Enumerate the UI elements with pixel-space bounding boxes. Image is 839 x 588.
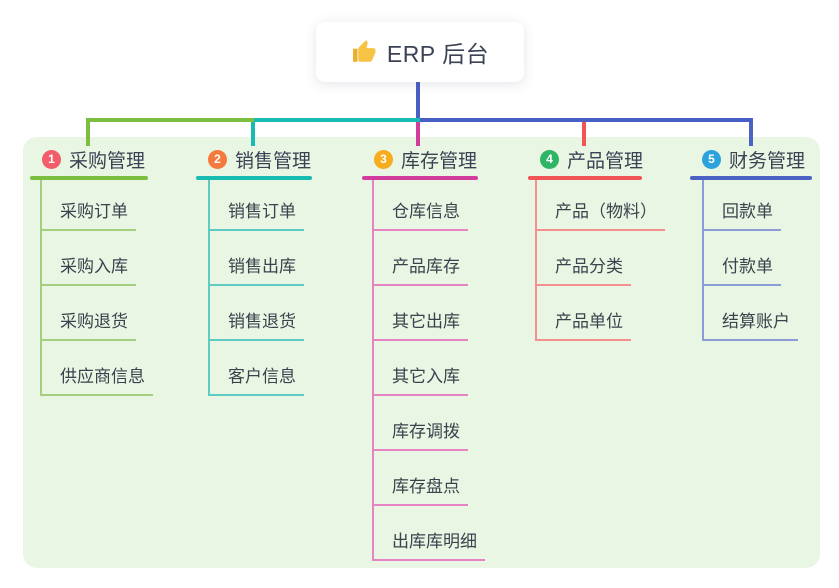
bus-connector-segment bbox=[420, 118, 753, 122]
branch-drop-line bbox=[86, 122, 90, 146]
branch-number-badge: 1 bbox=[42, 149, 61, 169]
child-node: 回款单 bbox=[702, 197, 781, 231]
bus-connector-segment bbox=[254, 118, 420, 122]
branch-number-badge: 3 bbox=[374, 149, 393, 169]
child-node-label: 销售订单 bbox=[228, 202, 296, 221]
branch-node-1: 1 采购管理 bbox=[42, 146, 145, 172]
branch-node-3: 3 库存管理 bbox=[374, 146, 477, 172]
branch-node-4: 4 产品管理 bbox=[540, 146, 643, 172]
child-node: 结算账户 bbox=[702, 307, 798, 341]
child-node-label: 销售退货 bbox=[228, 312, 296, 331]
child-node-label: 采购退货 bbox=[60, 312, 128, 331]
child-node: 产品（物料） bbox=[535, 197, 665, 231]
branch-label: 财务管理 bbox=[729, 150, 806, 172]
child-node: 库存调拨 bbox=[372, 417, 468, 451]
branches-background-panel bbox=[23, 137, 820, 568]
child-node-label: 出库库明细 bbox=[392, 532, 477, 551]
child-node-label: 采购订单 bbox=[60, 202, 128, 221]
branch-trunk-line bbox=[208, 180, 210, 396]
bus-connector-segment bbox=[86, 118, 254, 122]
child-node-label: 结算账户 bbox=[722, 312, 790, 331]
branch-underline bbox=[362, 176, 478, 180]
branch-label: 库存管理 bbox=[401, 150, 478, 172]
thumbs-up-icon bbox=[353, 40, 376, 62]
child-node: 其它出库 bbox=[372, 307, 468, 341]
child-node-label: 其它出库 bbox=[392, 312, 460, 331]
child-node: 出库库明细 bbox=[372, 527, 485, 561]
branch-drop-line bbox=[749, 122, 753, 146]
child-node-label: 产品单位 bbox=[555, 312, 623, 331]
child-node-label: 采购入库 bbox=[60, 257, 128, 276]
child-node: 产品分类 bbox=[535, 252, 631, 286]
child-node: 库存盘点 bbox=[372, 472, 468, 506]
branch-underline bbox=[196, 176, 312, 180]
child-node: 其它入库 bbox=[372, 362, 468, 396]
branch-underline bbox=[690, 176, 812, 180]
branch-underline bbox=[30, 176, 148, 180]
branch-number-badge: 5 bbox=[702, 149, 721, 169]
child-node-label: 产品库存 bbox=[392, 257, 460, 276]
child-node-label: 供应商信息 bbox=[60, 367, 145, 386]
branch-number-badge: 2 bbox=[208, 149, 227, 169]
branch-node-2: 2 销售管理 bbox=[208, 146, 311, 172]
branch-drop-line bbox=[416, 122, 420, 146]
child-node: 采购入库 bbox=[40, 252, 136, 286]
branch-node-5: 5 财务管理 bbox=[702, 146, 805, 172]
branch-drop-line bbox=[251, 122, 255, 146]
child-node: 销售订单 bbox=[208, 197, 304, 231]
child-node: 产品库存 bbox=[372, 252, 468, 286]
branch-label: 采购管理 bbox=[69, 150, 146, 172]
branch-trunk-line bbox=[535, 180, 537, 341]
child-node: 付款单 bbox=[702, 252, 781, 286]
child-node-label: 销售出库 bbox=[228, 257, 296, 276]
child-node: 采购订单 bbox=[40, 197, 136, 231]
child-node-label: 仓库信息 bbox=[392, 202, 460, 221]
child-node-label: 付款单 bbox=[722, 257, 773, 276]
branch-trunk-line bbox=[702, 180, 704, 341]
branch-label: 销售管理 bbox=[235, 150, 312, 172]
root-node: ERP 后台 bbox=[316, 22, 524, 82]
child-node: 销售退货 bbox=[208, 307, 304, 341]
root-connector-line bbox=[416, 82, 420, 122]
branch-label: 产品管理 bbox=[567, 150, 644, 172]
child-node: 采购退货 bbox=[40, 307, 136, 341]
root-node-label: ERP 后台 bbox=[386, 41, 490, 67]
child-node-label: 客户信息 bbox=[228, 367, 296, 386]
branch-underline bbox=[528, 176, 642, 180]
branch-number-badge: 4 bbox=[540, 149, 559, 169]
child-node: 产品单位 bbox=[535, 307, 631, 341]
branch-trunk-line bbox=[40, 180, 42, 396]
child-node: 仓库信息 bbox=[372, 197, 468, 231]
child-node: 供应商信息 bbox=[40, 362, 153, 396]
child-node-label: 产品（物料） bbox=[555, 202, 657, 221]
child-node-label: 回款单 bbox=[722, 202, 773, 221]
branch-drop-line bbox=[582, 122, 586, 146]
child-node: 销售出库 bbox=[208, 252, 304, 286]
branch-trunk-line bbox=[372, 180, 374, 561]
child-node-label: 库存盘点 bbox=[392, 477, 460, 496]
child-node: 客户信息 bbox=[208, 362, 304, 396]
child-node-label: 其它入库 bbox=[392, 367, 460, 386]
child-node-label: 产品分类 bbox=[555, 257, 623, 276]
child-node-label: 库存调拨 bbox=[392, 422, 460, 441]
